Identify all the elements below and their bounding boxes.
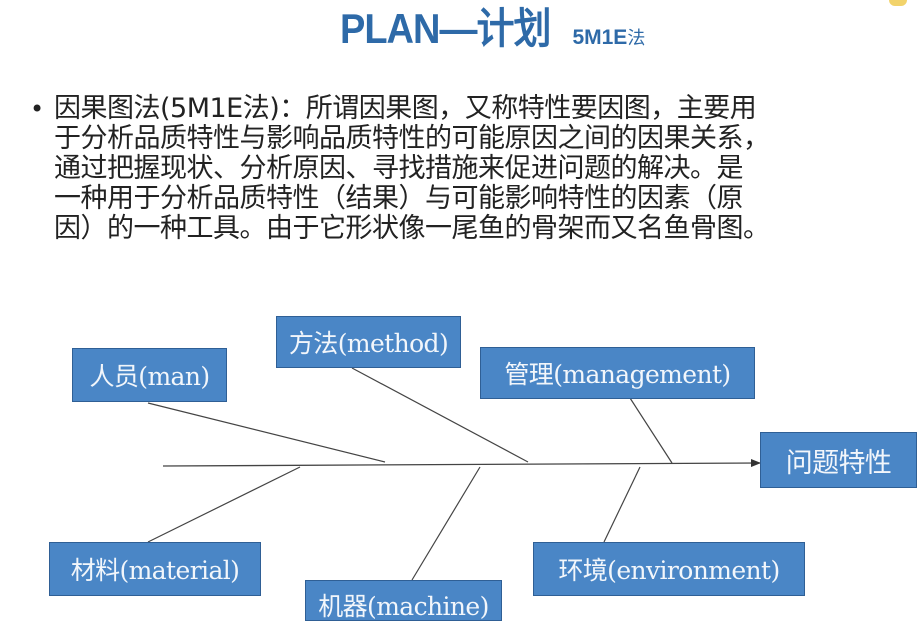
bone-management [629, 397, 673, 464]
cause-box-man: 人员(man) [72, 348, 227, 402]
corner-decoration [889, 0, 907, 6]
cause-box-method: 方法(method) [276, 316, 461, 368]
bone-man [147, 402, 386, 463]
bullet-dot: • [30, 95, 45, 123]
title-main: PLAN—计划 [340, 6, 551, 53]
bone-environment [603, 466, 641, 543]
cause-box-machine: 机器(machine) [305, 580, 502, 621]
cause-box-management: 管理(management) [480, 347, 755, 399]
subtitle-tail: 法 [627, 28, 646, 48]
effect-box: 问题特性 [760, 432, 917, 488]
description-bullet: • 因果图法(5M1E法)：所谓因果图，又称特性要因图，主要用 于分析品质特性与… [30, 94, 910, 244]
bone-machine [411, 466, 481, 581]
title-subtitle: 5M1E法 [572, 24, 645, 50]
slide-title: PLAN—计划 5M1E法 [340, 0, 645, 53]
bone-material [147, 466, 301, 543]
cause-box-material: 材料(material) [49, 542, 261, 596]
bone-method [351, 367, 529, 463]
cause-box-environment: 环境(environment) [533, 542, 805, 596]
description-text: 因果图法(5M1E法)：所谓因果图，又称特性要因图，主要用 于分析品质特性与影响… [54, 93, 770, 244]
spine-line [162, 459, 761, 468]
subtitle-strong: 5M1E [572, 26, 628, 49]
